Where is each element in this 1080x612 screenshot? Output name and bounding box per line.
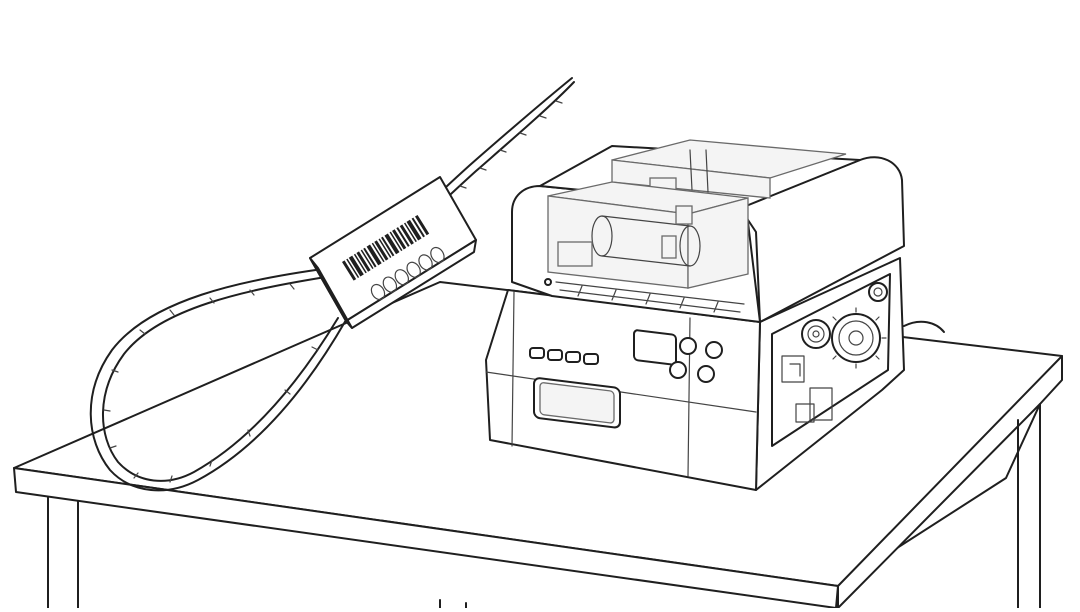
round-buttons [669, 337, 723, 383]
gear-top-icon [868, 282, 888, 302]
cable-loop-inner [102, 275, 339, 482]
table-leg-back [439, 599, 467, 609]
cable-loop [89, 267, 347, 492]
secondary-screen [633, 329, 677, 366]
cable-loop-twist [103, 283, 319, 483]
table-side-edge [837, 355, 1063, 609]
print-cover-front [547, 181, 749, 289]
mechanism-parts [781, 355, 833, 423]
gear-small-icon [801, 319, 831, 349]
display-screen-glass [539, 382, 615, 424]
seal-barcode [342, 214, 430, 281]
display-buttons [529, 347, 599, 365]
table-leg-left [47, 496, 79, 609]
indicator-light [544, 278, 552, 286]
seal-tag [309, 176, 477, 329]
gear-icon [825, 307, 887, 369]
seal-number-ovals [370, 246, 445, 301]
cable-seal [89, 77, 575, 492]
power-cable [903, 320, 945, 333]
table-leg-right [1017, 403, 1041, 609]
feed-slots [555, 281, 745, 313]
top-housing-side [739, 156, 905, 323]
seal-printing-machine [485, 139, 945, 491]
